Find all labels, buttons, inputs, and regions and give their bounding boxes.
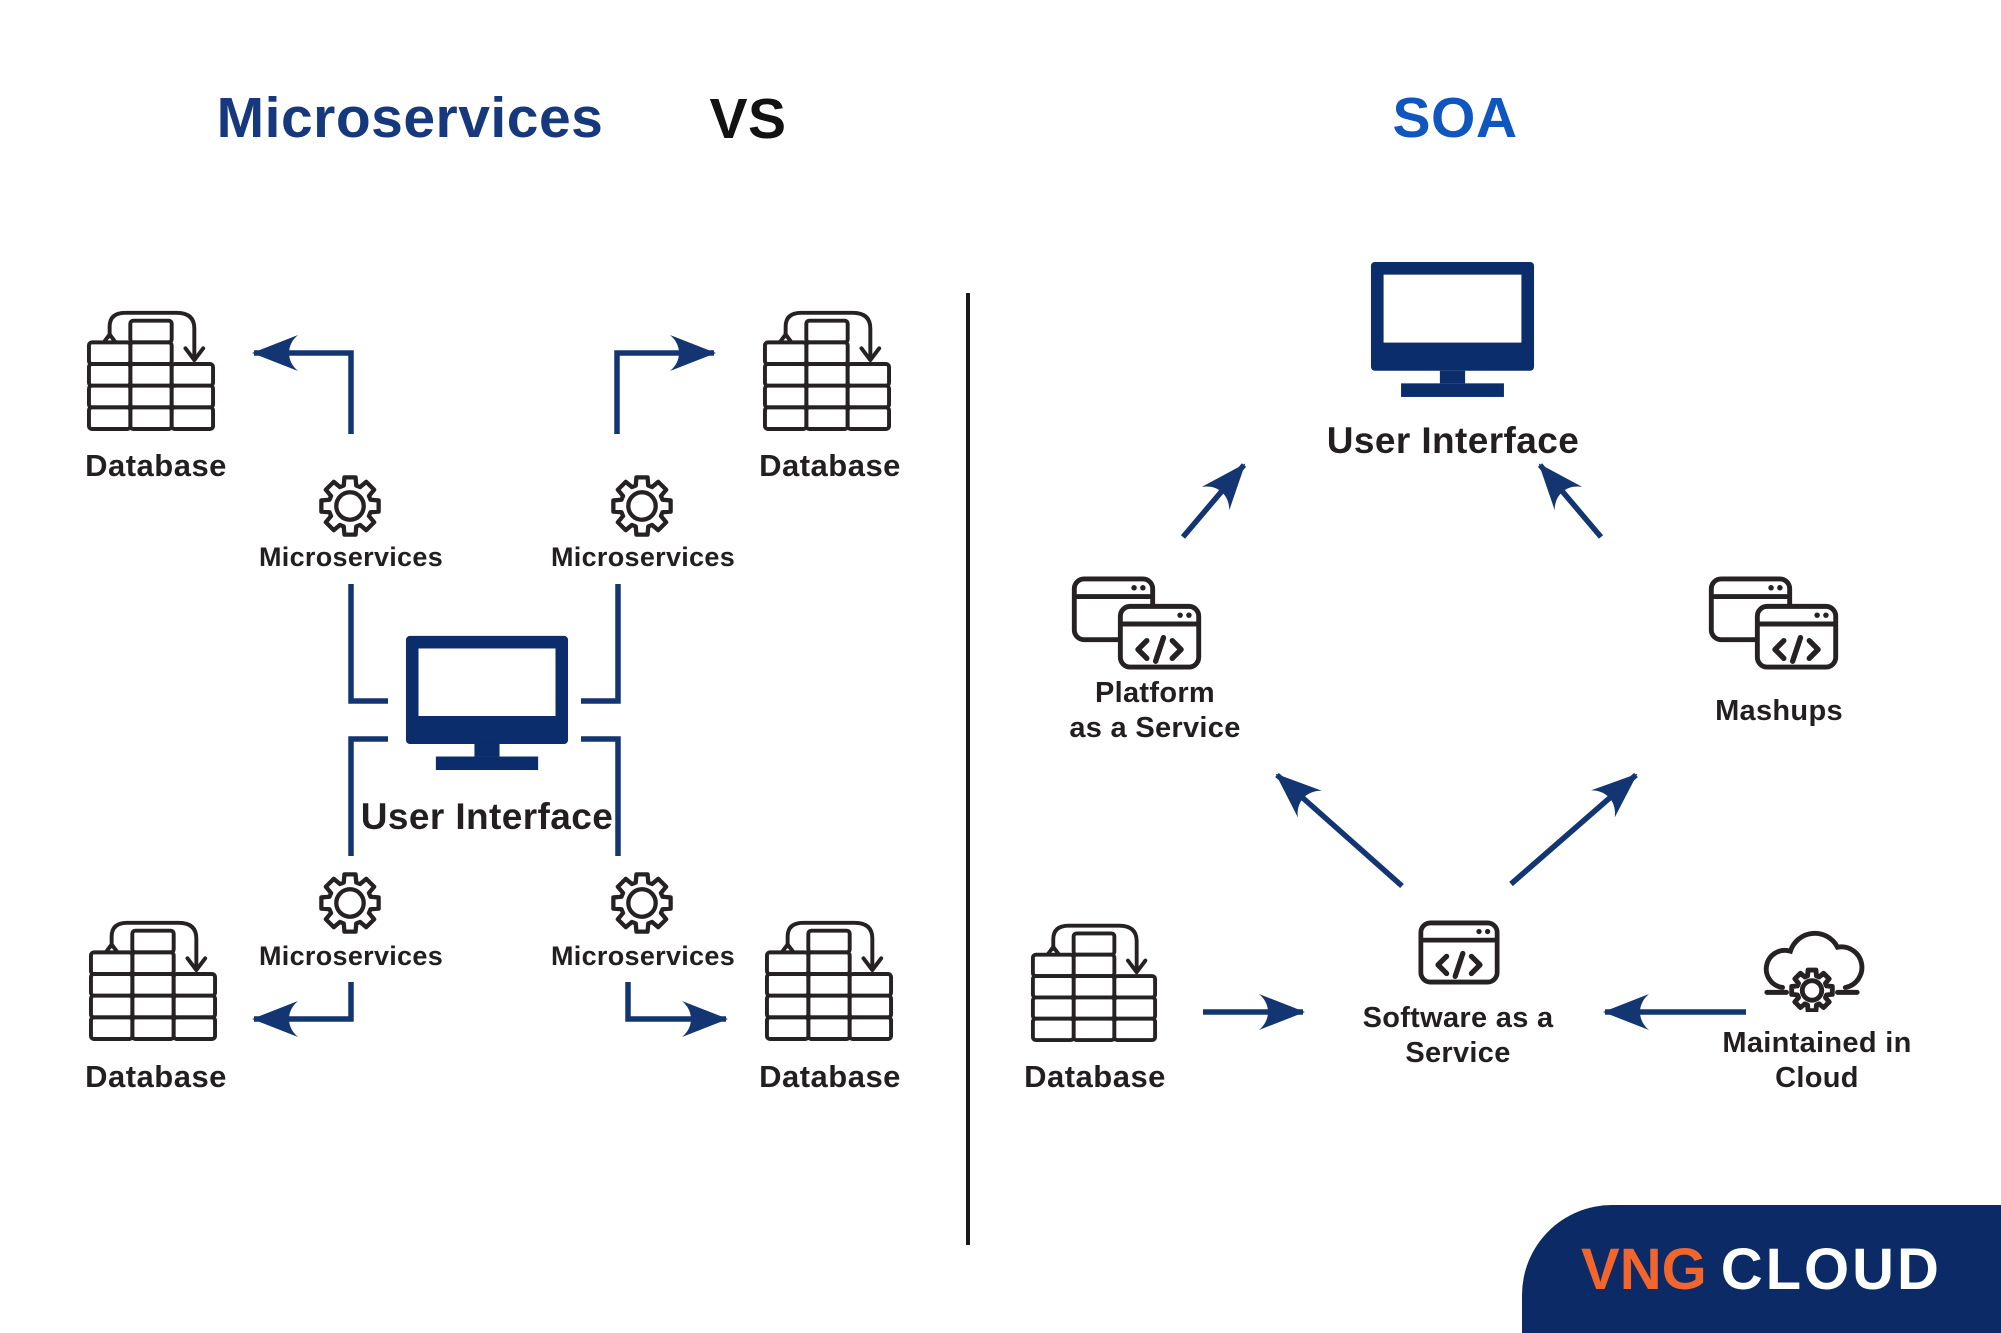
platform-label-line1: Platform bbox=[1094, 677, 1216, 709]
database-label: Database bbox=[759, 448, 901, 483]
gear-icon bbox=[606, 470, 678, 542]
monitor-icon bbox=[1370, 261, 1535, 397]
logo-brand-text: VNG bbox=[1581, 1236, 1707, 1302]
platform-label-line2: as a Service bbox=[1069, 712, 1241, 744]
stacked-code-windows-icon bbox=[1708, 576, 1840, 672]
panel-divider-line bbox=[966, 293, 970, 1245]
database-label: Database bbox=[85, 1059, 227, 1094]
monitor-icon bbox=[405, 634, 569, 771]
title-microservices: Microservices bbox=[216, 86, 604, 150]
database-icon bbox=[762, 300, 892, 432]
user-interface-label: User Interface bbox=[360, 796, 614, 837]
arrow-gear-to-db-top-right bbox=[614, 335, 716, 434]
gear-icon bbox=[314, 867, 386, 939]
gear-icon bbox=[314, 470, 386, 542]
title-vs: VS bbox=[709, 87, 787, 151]
maintained-label-line1: Maintained in bbox=[1722, 1027, 1912, 1059]
logo-product-text: CLOUD bbox=[1720, 1236, 1942, 1302]
microservices-label: Microservices bbox=[550, 542, 736, 572]
gear-icon bbox=[606, 867, 678, 939]
connector-monitor-to-gear-bottom-right bbox=[581, 736, 621, 856]
database-icon bbox=[88, 910, 218, 1042]
database-label: Database bbox=[85, 448, 227, 483]
database-icon bbox=[86, 300, 216, 432]
microservices-label: Microservices bbox=[258, 542, 444, 572]
connector-gear-top-right-to-monitor bbox=[581, 584, 621, 704]
connector-gear-top-left-to-monitor bbox=[348, 584, 388, 704]
software-label-line2: Service bbox=[1405, 1037, 1511, 1069]
mashups-label: Mashups bbox=[1715, 695, 1843, 727]
arrow-gear-to-db-top-left bbox=[252, 335, 354, 434]
arrow-saas-to-paas bbox=[1275, 772, 1404, 889]
cloud-gear-icon bbox=[1753, 910, 1871, 1012]
stacked-code-windows-icon bbox=[1071, 576, 1203, 672]
microservices-label: Microservices bbox=[258, 941, 444, 971]
database-icon bbox=[1030, 913, 1158, 1043]
maintained-in-cloud-label: Maintained in Cloud bbox=[1722, 1026, 1911, 1096]
arrow-mashups-to-ui bbox=[1537, 463, 1604, 539]
microservices-label: Microservices bbox=[550, 941, 736, 971]
arrow-saas-to-mashups bbox=[1509, 772, 1638, 887]
software-as-a-service-label: Software as a Service bbox=[1363, 1001, 1554, 1071]
code-window-icon bbox=[1418, 920, 1500, 985]
platform-as-a-service-label: Platform as a Service bbox=[1069, 676, 1240, 746]
user-interface-label: User Interface bbox=[1326, 420, 1580, 461]
maintained-label-line2: Cloud bbox=[1775, 1062, 1859, 1094]
database-label: Database bbox=[759, 1059, 901, 1094]
arrow-gear-to-db-bottom-right bbox=[625, 982, 728, 1037]
arrow-paas-to-ui bbox=[1180, 463, 1247, 539]
vng-cloud-logo: VNG CLOUD bbox=[1522, 1205, 2001, 1333]
connector-monitor-to-gear-bottom-left bbox=[348, 736, 388, 856]
database-icon bbox=[764, 910, 894, 1042]
database-label: Database bbox=[1024, 1059, 1166, 1094]
software-label-line1: Software as a bbox=[1362, 1002, 1554, 1034]
title-soa: SOA bbox=[1392, 86, 1518, 150]
arrow-gear-to-db-bottom-left bbox=[252, 982, 354, 1037]
